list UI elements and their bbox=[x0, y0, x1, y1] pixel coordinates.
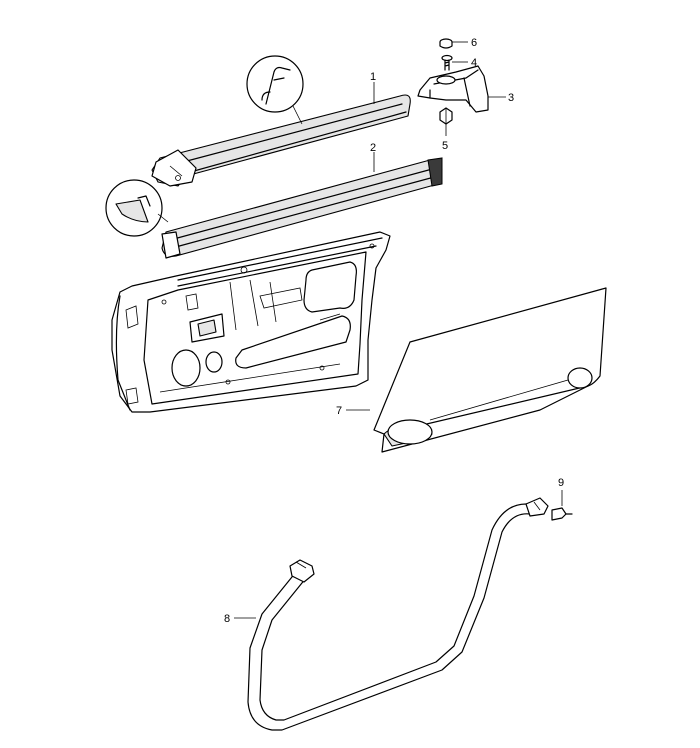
part-9-pin bbox=[551, 507, 573, 521]
callout-label-1: 1 bbox=[370, 71, 376, 83]
door-shell bbox=[111, 231, 391, 413]
callout-label-9: 9 bbox=[558, 477, 564, 489]
callout-2: 2 bbox=[370, 142, 376, 172]
callout-5: 5 bbox=[442, 124, 448, 152]
part-3-bracket bbox=[417, 65, 489, 113]
part-2-window-strip bbox=[161, 157, 443, 259]
callout-label-7: 7 bbox=[336, 405, 342, 417]
callout-3: 3 bbox=[488, 92, 514, 104]
part-1-window-strip bbox=[151, 94, 411, 187]
callout-label-3: 3 bbox=[508, 92, 514, 104]
callout-label-6: 6 bbox=[471, 37, 477, 49]
part-7-water-shield bbox=[373, 287, 607, 453]
callout-1: 1 bbox=[370, 71, 376, 104]
callout-4: 4 bbox=[452, 57, 477, 69]
callout-6: 6 bbox=[452, 37, 477, 49]
callout-8: 8 bbox=[224, 613, 256, 625]
part-4-screw bbox=[441, 54, 453, 71]
part-8-door-seal bbox=[247, 497, 549, 731]
part-6-plug bbox=[439, 38, 453, 49]
callout-label-4: 4 bbox=[471, 57, 477, 69]
part-2-detail-circle bbox=[105, 179, 169, 237]
callout-label-8: 8 bbox=[224, 613, 230, 625]
part-5-nut bbox=[439, 107, 453, 125]
part-1-detail-circle bbox=[246, 55, 304, 125]
callout-7: 7 bbox=[336, 405, 370, 417]
callout-label-2: 2 bbox=[370, 142, 376, 154]
callout-9: 9 bbox=[558, 477, 564, 506]
callout-label-5: 5 bbox=[442, 140, 448, 152]
